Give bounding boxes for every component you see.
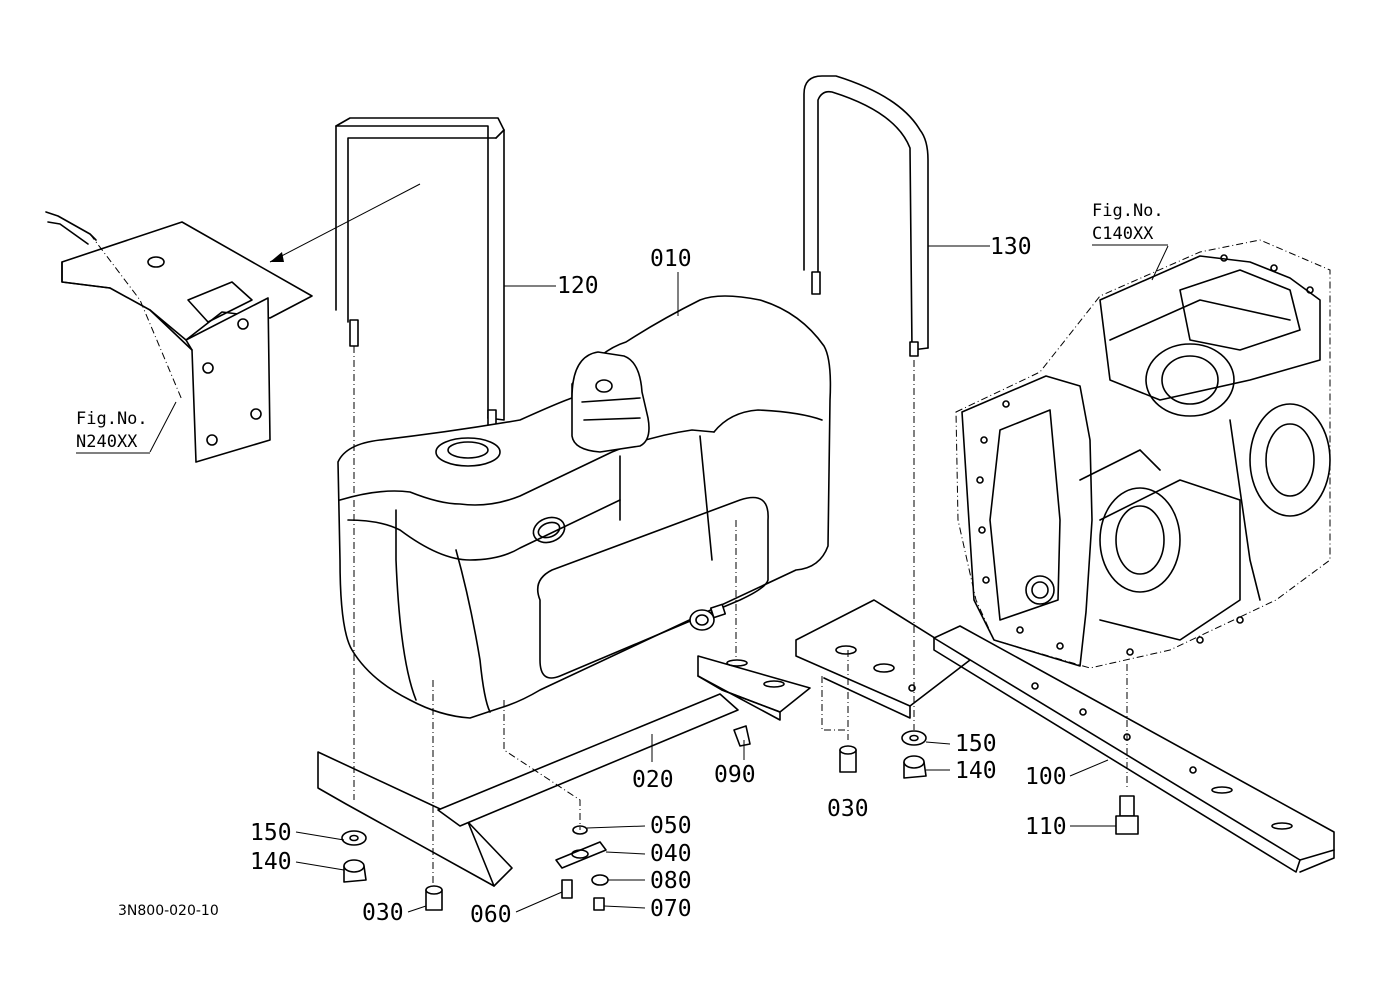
label-090: 090 <box>714 762 756 788</box>
label-020: 020 <box>632 767 674 793</box>
assembly-center-lines <box>353 346 1128 890</box>
transmission-case <box>955 239 1331 669</box>
tank-strap-120 <box>335 117 505 427</box>
nut-140-right <box>903 755 927 779</box>
bolt-030-right <box>839 745 857 773</box>
label-060: 060 <box>470 902 512 928</box>
label-080: 080 <box>650 868 692 894</box>
label-130: 130 <box>990 234 1032 260</box>
drawing-code: 3N800-020-10 <box>118 903 219 919</box>
fig-ref-right-code: C140XX <box>1092 224 1154 244</box>
label-030-left: 030 <box>362 900 404 926</box>
tank-strap-130 <box>803 75 929 357</box>
mount-bracket-left <box>45 183 421 463</box>
bolt-090 <box>733 725 751 747</box>
washer-150-right <box>901 730 927 746</box>
o-ring-050 <box>572 825 588 835</box>
leader-lines <box>149 245 1116 913</box>
label-110: 110 <box>1025 814 1067 840</box>
label-070: 070 <box>650 896 692 922</box>
washer-080 <box>591 874 609 886</box>
tank-frame <box>317 599 971 887</box>
part-labels: 010 120 130 020 090 030 150 140 100 110 … <box>76 201 1168 928</box>
label-010: 010 <box>650 246 692 272</box>
bolt-030-left <box>425 885 443 911</box>
bolt-110 <box>1115 795 1139 835</box>
label-140-left: 140 <box>250 849 292 875</box>
frame-rail-100 <box>933 625 1335 873</box>
fig-ref-left-prefix: Fig.No. <box>76 409 148 429</box>
fuel-tank <box>337 295 832 719</box>
fig-ref-left-code: N240XX <box>76 432 138 452</box>
label-150-right: 150 <box>955 731 997 757</box>
label-120: 120 <box>557 273 599 299</box>
label-100: 100 <box>1025 764 1067 790</box>
nut-140-left <box>343 859 367 883</box>
label-030-right: 030 <box>827 796 869 822</box>
label-050: 050 <box>650 813 692 839</box>
fig-ref-right-prefix: Fig.No. <box>1092 201 1164 221</box>
fitting-060 <box>561 879 573 899</box>
label-150-left: 150 <box>250 820 292 846</box>
gauge-plate-040 <box>555 841 607 869</box>
washer-150-left <box>341 830 367 846</box>
bolt-070 <box>593 897 605 911</box>
label-040: 040 <box>650 841 692 867</box>
label-140-right: 140 <box>955 758 997 784</box>
